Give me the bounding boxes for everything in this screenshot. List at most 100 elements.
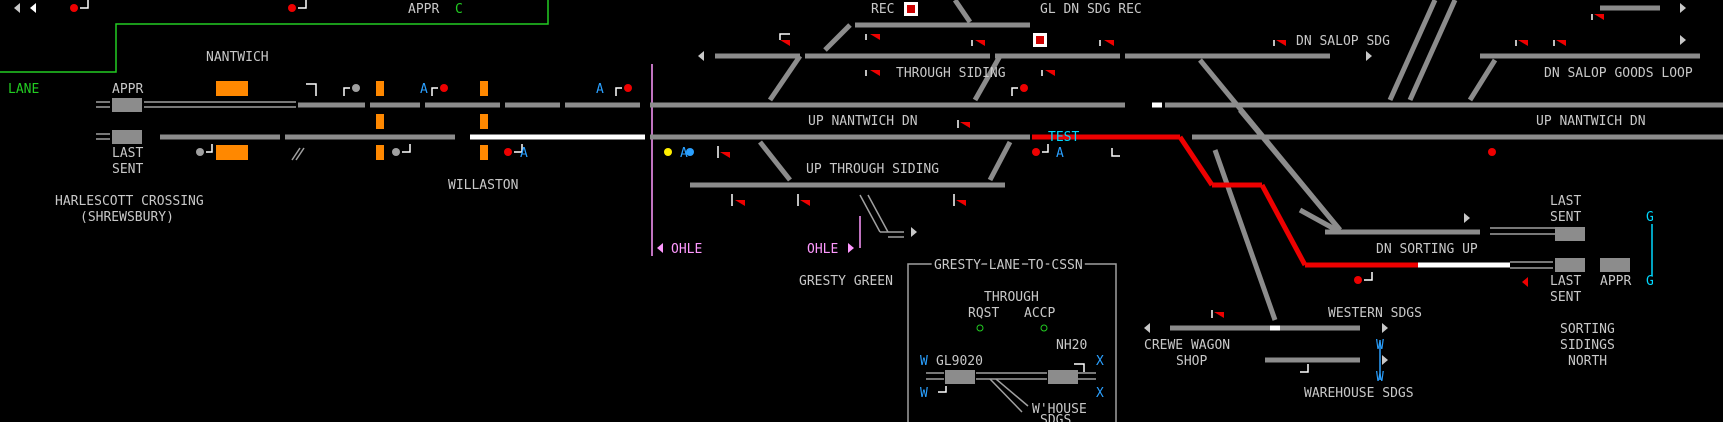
label-c-top: C: [455, 2, 463, 17]
signal-icon[interactable]: [1354, 272, 1373, 284]
label-up-nantwich-dn: UP NANTWICH DN: [1536, 114, 1646, 129]
label-sorting-sidings: SIDINGS: [1560, 338, 1615, 353]
signal-icon[interactable]: [1515, 40, 1528, 46]
arrow-right-icon[interactable]: [1464, 213, 1470, 223]
block-section[interactable]: [1555, 227, 1585, 241]
label-sorting-sidings: NORTH: [1568, 354, 1607, 369]
train-describer-berth-icon[interactable]: [216, 145, 248, 160]
arrow-left-icon[interactable]: [698, 51, 704, 61]
label-nh20: NH20: [1056, 338, 1087, 353]
signal-icon[interactable]: [1032, 144, 1049, 156]
signal-icon[interactable]: [1488, 148, 1496, 156]
signal-icon[interactable]: [664, 148, 672, 156]
signal-icon[interactable]: [686, 148, 694, 156]
arrow-right-icon[interactable]: [848, 243, 854, 253]
arrow-right-icon[interactable]: [1382, 355, 1388, 365]
indicator-light-icon: [976, 324, 984, 332]
label-last-sent-right: LAST: [1550, 194, 1581, 209]
gresty-lane-panel: [907, 263, 1117, 422]
signal-icon[interactable]: [392, 144, 411, 156]
train-describer-berths: [216, 81, 488, 160]
signal-icon[interactable]: [306, 83, 317, 96]
block-section[interactable]: [1555, 258, 1585, 272]
arrow-left-icon[interactable]: [30, 3, 36, 13]
arrow-right-icon[interactable]: [1382, 323, 1388, 333]
signal-icon[interactable]: [1099, 40, 1114, 46]
signal-icon[interactable]: [1300, 364, 1309, 373]
signal-icon[interactable]: [953, 194, 966, 206]
label-test: TEST: [1048, 130, 1079, 145]
label-willaston: WILLASTON: [448, 178, 518, 193]
label-dn-salop-goods-loop: DN SALOP GOODS LOOP: [1544, 66, 1693, 81]
label-nantwich: NANTWICH: [206, 50, 269, 65]
tracks-left: [96, 98, 645, 161]
arrow-right-icon[interactable]: [1680, 35, 1686, 45]
label-dn-sorting-up: DN SORTING UP: [1376, 242, 1478, 257]
arrow-right-icon[interactable]: [911, 227, 917, 237]
signal-icon[interactable]: [717, 146, 730, 158]
label-w: W: [1376, 338, 1384, 353]
signal-icon[interactable]: [1553, 40, 1566, 46]
train-describer-berth-icon[interactable]: [376, 114, 384, 129]
signal-icon[interactable]: [343, 84, 360, 96]
label-gl9020: GL9020: [936, 354, 983, 369]
signal-icon[interactable]: [1111, 148, 1120, 157]
label-last-sent-left: LAST: [112, 146, 143, 161]
label-appr-right: APPR: [1600, 274, 1631, 289]
block-section[interactable]: [1048, 370, 1078, 384]
arrow-left-icon[interactable]: [14, 3, 20, 13]
label-g: G: [1646, 274, 1654, 289]
train-describer-berth-icon[interactable]: [480, 81, 488, 96]
arrows: [14, 3, 1686, 365]
signal-icon[interactable]: [1591, 14, 1604, 20]
signal-icon[interactable]: [731, 194, 745, 206]
signal-icon[interactable]: [797, 194, 810, 206]
signal-icon[interactable]: [431, 84, 448, 96]
signal-icon[interactable]: [1074, 363, 1085, 372]
train-describer-berth-icon[interactable]: [376, 145, 384, 160]
label-w: W: [1376, 370, 1384, 385]
signal-icon[interactable]: [865, 34, 880, 40]
label-whouse-sdgs: W'HOUSE: [1032, 402, 1087, 417]
gresty-panel-title: GRESTY LANE TO CSSN: [934, 258, 1083, 273]
train-describer-berth-icon[interactable]: [480, 114, 488, 129]
signal-icon[interactable]: [865, 70, 880, 76]
label-lane: LANE: [8, 82, 39, 97]
train-describer-berth-icon[interactable]: [216, 81, 248, 96]
occupied-track[interactable]: [1259, 183, 1308, 267]
occupied-track[interactable]: [1177, 135, 1215, 187]
signal-icon[interactable]: [504, 144, 523, 156]
label-harlescott: (SHREWSBURY): [80, 210, 174, 225]
arrow-left-icon[interactable]: [1144, 323, 1150, 333]
block-section[interactable]: [945, 370, 975, 384]
label-x: X: [1096, 354, 1104, 369]
signal-icon[interactable]: [971, 40, 985, 46]
signal-icon[interactable]: [1211, 310, 1224, 318]
signal-icon[interactable]: [957, 120, 970, 128]
arrow-right-icon[interactable]: [1680, 3, 1686, 13]
label-a: A: [420, 82, 428, 97]
label-warehouse-sdgs: WAREHOUSE SDGS: [1304, 386, 1414, 401]
signal-icon[interactable]: [196, 144, 213, 156]
train-describer-berth-icon[interactable]: [376, 81, 384, 96]
signal-icon[interactable]: [1041, 70, 1055, 76]
arrow-left-icon[interactable]: [1522, 277, 1528, 287]
signal-icon[interactable]: [1011, 84, 1028, 96]
signal-icon[interactable]: [1273, 40, 1286, 46]
arrow-right-icon[interactable]: [1366, 51, 1372, 61]
block-section[interactable]: [1600, 258, 1630, 272]
block-section[interactable]: [112, 130, 142, 144]
signal-icon[interactable]: [615, 84, 632, 96]
label-up-through-siding: UP THROUGH SIDING: [806, 162, 939, 177]
area-boundary-line: [0, 0, 549, 73]
signal-icon[interactable]: [70, 0, 89, 12]
signal-icon[interactable]: [938, 386, 947, 393]
label-a: A: [1056, 146, 1064, 161]
signal-icon[interactable]: [779, 33, 790, 46]
block-section[interactable]: [112, 98, 142, 112]
signal-icon[interactable]: [288, 0, 307, 12]
arrow-left-icon[interactable]: [657, 243, 663, 253]
train-describer-berth-icon[interactable]: [480, 145, 488, 160]
label-crewe-wagon: SHOP: [1176, 354, 1207, 369]
